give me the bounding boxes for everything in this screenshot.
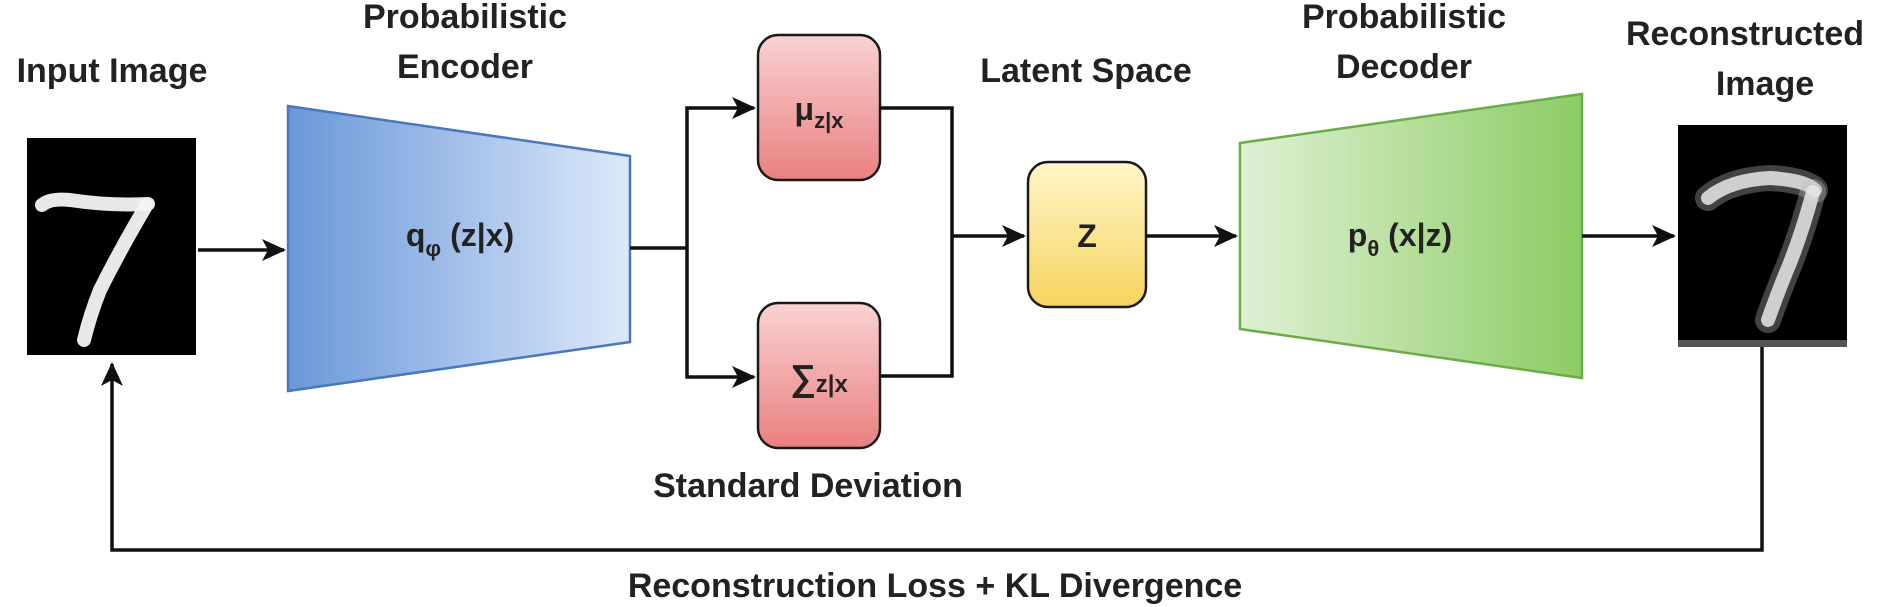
reconstructed-digit-image <box>1678 125 1847 347</box>
split-to-sigma-arrow <box>685 248 756 388</box>
reconstructed-label-line2: Image <box>1716 65 1814 103</box>
mu-to-merge-line <box>880 106 954 236</box>
sigma-to-merge-line <box>880 236 954 378</box>
z-label: Z <box>1077 218 1097 254</box>
input-image-label: Input Image <box>17 52 208 90</box>
sigma-label: ∑z|x <box>790 357 848 398</box>
encoder-block <box>286 104 632 393</box>
decoder-formula: pθ (x|z) <box>1348 217 1452 261</box>
encoder-label-line2: Encoder <box>397 48 533 86</box>
loss-feedback-arrow <box>101 347 1764 552</box>
input-digit-image <box>27 138 196 355</box>
decoder-block <box>1238 92 1584 380</box>
latent-space-label: Latent Space <box>980 52 1192 90</box>
encoder-label-line1: Probabilistic <box>363 0 567 36</box>
decoder-label-line2: Decoder <box>1336 48 1472 86</box>
decoder-label-line1: Probabilistic <box>1302 0 1506 36</box>
reconstructed-label-line1: Reconstructed <box>1626 15 1864 53</box>
loss-label: Reconstruction Loss + KL Divergence <box>628 567 1242 605</box>
standard-deviation-label: Standard Deviation <box>653 467 963 505</box>
split-to-mu-arrow <box>685 97 756 248</box>
encoder-formula: qφ (z|x) <box>406 217 514 261</box>
mu-label: μz|x <box>795 91 845 133</box>
